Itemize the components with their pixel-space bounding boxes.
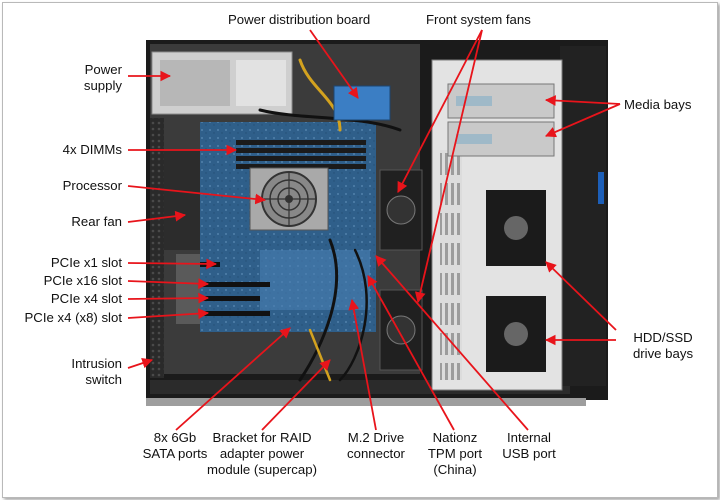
label-dimms: 4x DIMMs <box>62 142 122 157</box>
processor-heatsink <box>249 167 329 231</box>
pcie-slots <box>176 254 270 324</box>
media-bays <box>447 83 555 157</box>
label-pcie-x16: PCIe x16 slot <box>43 273 122 288</box>
power-distribution-board <box>333 85 391 121</box>
arrow-media-upper <box>544 95 621 106</box>
arrow-m2 <box>348 298 377 431</box>
label-power-distribution-board: Power distribution board <box>228 12 371 27</box>
arrow-pcie-x4 <box>127 292 210 304</box>
label-intrusion-switch: Intrusion switch <box>71 356 122 387</box>
arrow-raid-bracket <box>261 359 331 431</box>
arrow-front-fan-lower <box>414 29 483 304</box>
arrow-sata-ports <box>175 327 291 431</box>
label-m2-connector: M.2 Drive connector <box>347 430 405 461</box>
arrow-usb <box>375 255 529 431</box>
label-pcie-x4-x8: PCIe x4 (x8) slot <box>24 310 122 325</box>
front-fans <box>379 169 423 371</box>
power-supply-unit <box>151 51 293 115</box>
label-hdd-ssd-bays: HDD/SSD drive bays <box>632 330 694 361</box>
label-sata-ports: 8x 6Gb SATA ports <box>142 430 208 461</box>
hdd-ssd-bays <box>486 190 546 372</box>
label-raid-bracket: Bracket for RAID adapter power module (s… <box>207 430 317 477</box>
arrow-intrusion-switch <box>127 357 154 369</box>
arrow-power-distribution <box>309 29 359 99</box>
label-pcie-x1: PCIe x1 slot <box>50 255 122 270</box>
arrow-pcie-x1 <box>127 258 218 270</box>
arrow-pcie-x16 <box>127 278 210 290</box>
dimm-slots <box>236 140 366 169</box>
label-power-supply: Power supply <box>83 62 122 93</box>
arrow-media-lower <box>545 103 621 138</box>
rear-grill <box>150 118 164 378</box>
callout-lines <box>127 29 621 431</box>
arrow-bay-upper <box>545 261 617 331</box>
label-processor: Processor <box>62 178 122 193</box>
label-usb-port: Internal USB port <box>502 430 556 461</box>
label-front-system-fans: Front system fans <box>426 12 531 27</box>
arrow-processor <box>127 185 267 205</box>
rear-fan-unit <box>164 150 204 250</box>
arrow-front-fan-upper <box>397 29 483 193</box>
label-rear-fan: Rear fan <box>71 214 122 229</box>
label-tpm-port: Nationz TPM port (China) <box>427 430 483 477</box>
label-media-bays: Media bays <box>624 97 692 112</box>
label-pcie-x4: PCIe x4 slot <box>50 291 122 306</box>
arrow-tpm <box>367 275 455 431</box>
cables <box>258 58 402 382</box>
arrow-rear-fan <box>127 210 187 223</box>
arrow-pcie-x4-x8 <box>127 308 210 319</box>
